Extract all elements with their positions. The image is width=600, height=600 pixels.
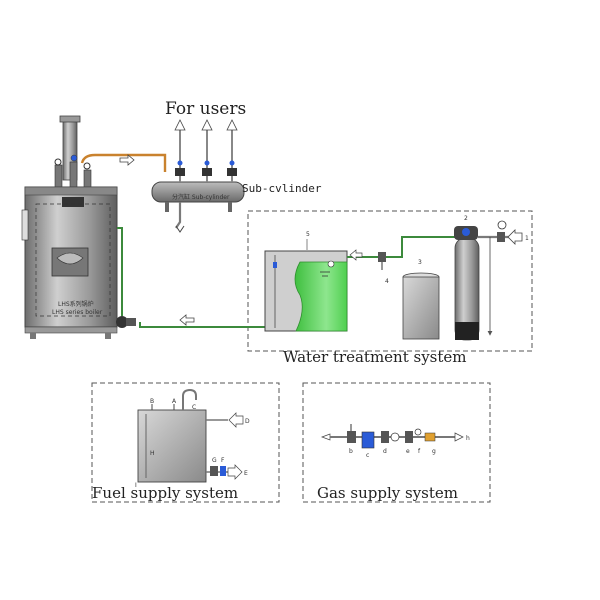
- gas-letter-f: f: [418, 448, 421, 455]
- gas-letter-c: c: [366, 452, 369, 459]
- inlet-gauge-icon: [497, 220, 507, 230]
- salt-tank: [402, 272, 440, 340]
- fuel-tank: [137, 388, 228, 483]
- sub-cylinder-label: Sub-cvlinder: [242, 182, 322, 195]
- gas-letter-e: e: [406, 448, 410, 455]
- fuel-out-arrow-icon: [227, 464, 243, 480]
- water-tank-number: 5: [306, 231, 310, 238]
- fuel-letter-b: B: [150, 398, 154, 405]
- gas-letter-d: d: [383, 448, 387, 455]
- softener-column: [454, 226, 480, 341]
- water-treatment-box: [247, 210, 533, 352]
- pressure-gauge-icon: [70, 154, 78, 162]
- outlet-valves: [174, 119, 238, 182]
- gas-letter-g: g: [432, 448, 436, 455]
- gas-train: [321, 424, 464, 449]
- boiler-plate-line1: LHS系列锅炉: [58, 300, 94, 308]
- gas-supply-label: Gas supply system: [317, 484, 458, 502]
- softener-number: 2: [464, 215, 468, 222]
- valve-4: [378, 252, 386, 270]
- outlet-arrow-icon: [174, 119, 186, 131]
- fuel-letter-c: C: [192, 404, 196, 411]
- softened-flow-arrow-icon: [349, 249, 363, 261]
- boiler-logo: [62, 197, 84, 207]
- water-tank: [264, 250, 348, 332]
- valve-number: 4: [385, 278, 389, 285]
- fuel-letter-e: E: [244, 470, 248, 477]
- fuel-return-arrow-icon: [228, 412, 244, 428]
- sub-cylinder-body: [151, 181, 245, 203]
- fuel-supply-box: [91, 382, 280, 503]
- fuel-supply-label: Fuel supply system: [92, 484, 238, 502]
- fuel-letter-a: A: [172, 398, 177, 405]
- for-users-label: For users: [165, 99, 246, 119]
- steam-flow-arrow-icon: [119, 154, 135, 166]
- gas-letter-b: b: [349, 448, 353, 455]
- inlet-number: 1: [525, 235, 529, 242]
- fuel-letter-d: D: [245, 418, 250, 425]
- boiler-top-valves: [54, 154, 92, 188]
- feed-flow-arrow-icon: [179, 314, 195, 326]
- fuel-letter-i: I: [135, 482, 137, 489]
- sub-cylinder-plate: 分汽缸 Sub-cylinder: [172, 193, 230, 201]
- sub-cylinder: 分汽缸 Sub-cylinder: [151, 119, 245, 233]
- raw-water-inlet-arrow-icon: [507, 229, 523, 245]
- feed-pump-icon: [116, 316, 128, 328]
- softened-water-pipe: [347, 236, 455, 258]
- outlet-arrow-icon: [201, 119, 213, 131]
- boiler: LHS系列锅炉 LHS series boiler: [21, 115, 136, 339]
- fuel-letter-f: F: [221, 457, 225, 464]
- water-treatment-label: Water treatment system: [283, 348, 467, 366]
- feed-water-pipe: [139, 322, 267, 328]
- boiler-plate-line2: LHS series boiler: [52, 309, 103, 316]
- gas-supply-box: [302, 382, 491, 503]
- steam-pipe: [80, 153, 167, 172]
- fuel-letter-h: H: [150, 450, 155, 457]
- fuel-letter-g: G: [212, 457, 217, 464]
- salt-tank-number: 3: [418, 259, 422, 266]
- gas-letter-h: h: [466, 435, 470, 442]
- outlet-arrow-icon: [226, 119, 238, 131]
- water-level-gauge: [21, 209, 29, 241]
